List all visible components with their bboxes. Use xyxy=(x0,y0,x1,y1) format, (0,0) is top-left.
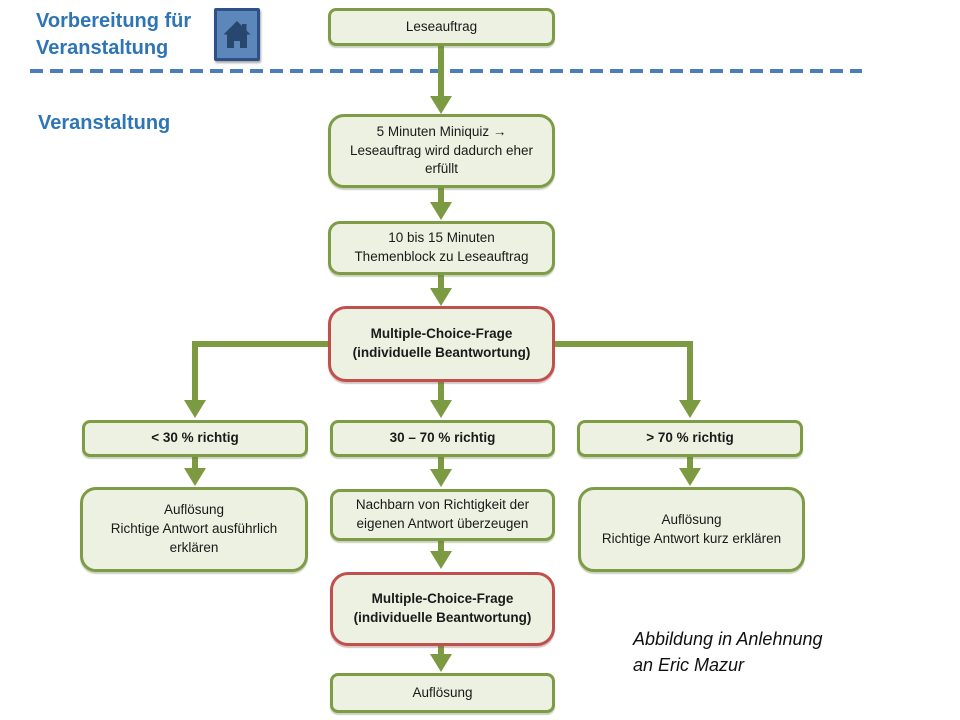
flow-arrowhead xyxy=(430,469,452,487)
flow-arrowhead xyxy=(679,400,701,418)
flow-arrowhead xyxy=(184,400,206,418)
credit-note: Abbildung in Anlehnung an Eric Mazur xyxy=(633,629,823,676)
node-aufloesung-ausfuehrlich: Auflösung Richtige Antwort ausführlich e… xyxy=(80,487,308,572)
prep-section-title: Vorbereitung für Veranstaltung xyxy=(36,10,192,59)
flow-arrowhead xyxy=(184,468,206,486)
flow-arrowhead xyxy=(430,288,452,306)
flow-arrowhead xyxy=(430,202,452,220)
node-multiple-choice-frage-1: Multiple-Choice-Frage (individuelle Bean… xyxy=(328,306,555,382)
node-branch-unter-30: < 30 % richtig xyxy=(82,420,308,457)
flow-arrowhead xyxy=(679,468,701,486)
node-themenblock: 10 bis 15 Minuten Themenblock zu Leseauf… xyxy=(328,221,555,275)
flow-arrowhead xyxy=(430,96,452,114)
flow-arrowhead xyxy=(430,551,452,569)
flow-branch-right-line xyxy=(555,341,693,402)
node-branch-ueber-70: > 70 % richtig xyxy=(577,420,803,457)
home-button[interactable] xyxy=(214,8,260,61)
node-aufloesung-final: Auflösung xyxy=(330,673,555,713)
home-icon xyxy=(223,20,251,48)
flow-arrowhead xyxy=(430,400,452,418)
flow-arrowhead xyxy=(430,654,452,672)
node-multiple-choice-frage-2: Multiple-Choice-Frage (individuelle Bean… xyxy=(330,572,555,646)
section-divider xyxy=(30,69,862,73)
node-aufloesung-kurz: Auflösung Richtige Antwort kurz erklären xyxy=(578,487,805,572)
node-branch-30-70: 30 – 70 % richtig xyxy=(330,420,555,457)
node-leseauftrag: Leseauftrag xyxy=(328,8,555,46)
node-nachbarn-ueberzeugen: Nachbarn von Richtigkeit der eigenen Ant… xyxy=(330,489,555,541)
event-section-title: Veranstaltung xyxy=(38,112,171,134)
node-miniquiz: 5 Minuten Miniquiz → Leseauftrag wird da… xyxy=(328,114,555,188)
flow-branch-left-line xyxy=(192,341,328,402)
